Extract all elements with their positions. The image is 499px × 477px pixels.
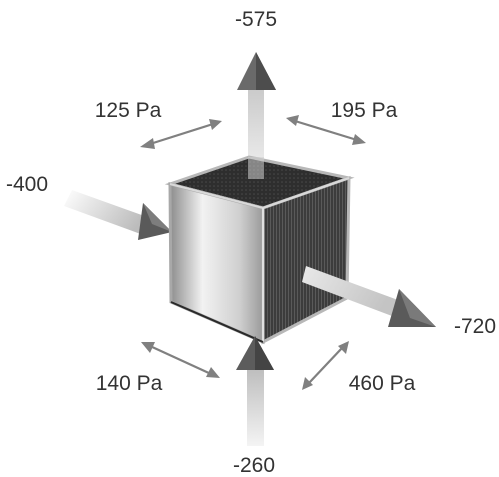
left-flow-arrow — [64, 190, 172, 240]
double-arrow-top-left — [140, 119, 222, 149]
top-arrow-shaft-overlay — [248, 157, 264, 179]
bottom-flow-arrow — [236, 336, 274, 446]
flow-label-right: -720 — [454, 315, 496, 338]
heat-exchanger-cube — [164, 155, 355, 345]
flow-label-top: -575 — [235, 8, 277, 31]
double-arrow-bottom-left — [141, 342, 220, 378]
flow-label-left: -400 — [6, 173, 48, 196]
pressure-label-top-right: 195 Pa — [331, 99, 398, 122]
pressure-label-top-left: 125 Pa — [95, 99, 162, 122]
right-flow-arrow — [302, 266, 436, 327]
pressure-label-bottom-right: 460 Pa — [349, 372, 416, 395]
double-arrow-top-right — [286, 115, 366, 145]
pressure-label-bottom-left: 140 Pa — [96, 372, 163, 395]
double-arrow-bottom-right — [302, 341, 349, 390]
flow-label-bottom: -260 — [233, 454, 275, 477]
